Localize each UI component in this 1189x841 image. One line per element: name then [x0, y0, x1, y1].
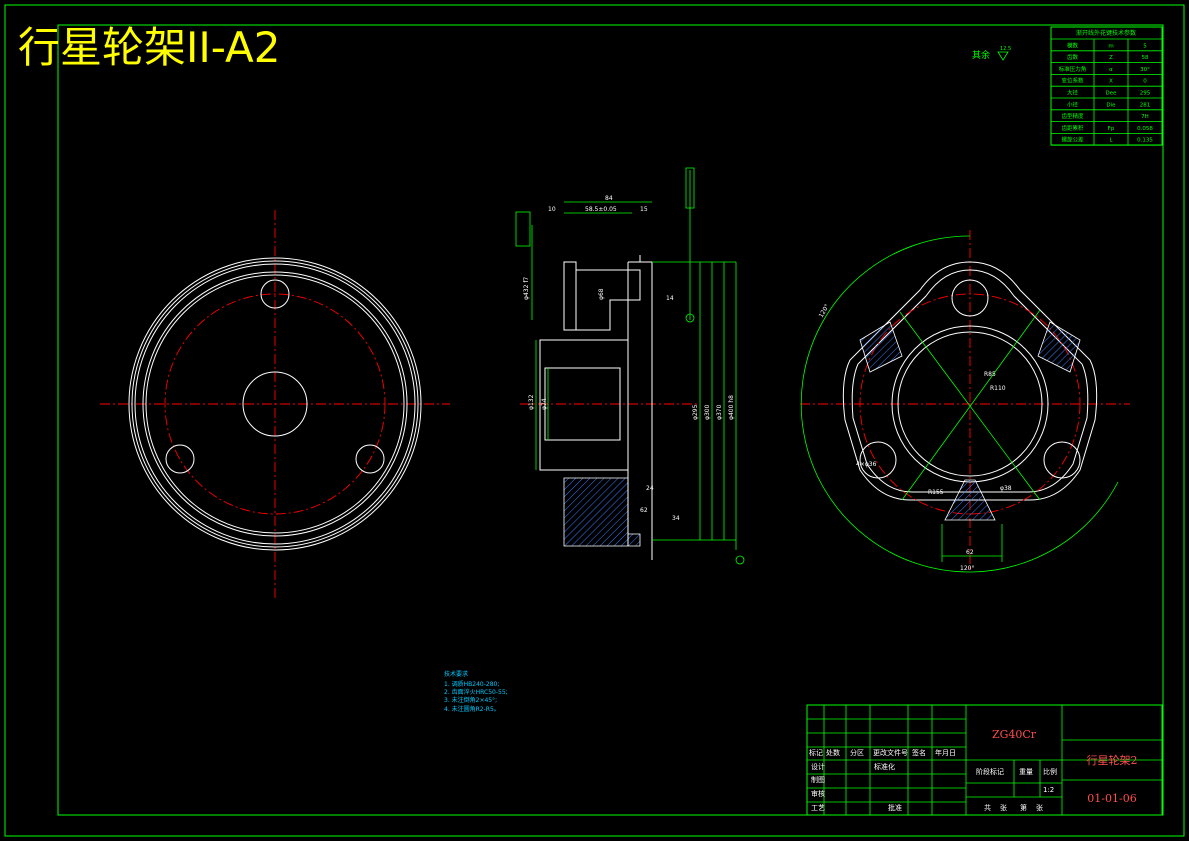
dim-10: 10 — [548, 206, 556, 213]
gear-table-cell: 281 — [1140, 102, 1151, 108]
tb-row-check: 审核 — [811, 789, 825, 798]
tb-stage: 阶段标记 — [976, 767, 1004, 776]
gear-table-cell: 0.058 — [1137, 126, 1153, 132]
dim-74: φ74 — [541, 398, 548, 410]
dim-outer: φ400 h8 — [728, 395, 735, 420]
note-2: 2. 齿面淬火HRC50-55; — [444, 688, 508, 696]
gear-table-cell: 5 — [1143, 43, 1147, 49]
tb-sheet-unit-2: 张 — [1036, 803, 1043, 812]
notes-heading: 技术要求 — [444, 670, 468, 678]
gear-table-cell: 30° — [1140, 67, 1150, 73]
title-block: 标记 处数 分区 更改文件号 签名 年月日 设计 制图 审核 工艺 标准化 批准… — [806, 704, 1163, 816]
surface-note: 其余 — [972, 49, 990, 61]
gear-table-cell: 齿距累积 — [1061, 125, 1084, 132]
tb-sheet-unit-1: 张 — [1000, 803, 1007, 812]
gear-table-cell: 变位系数 — [1061, 77, 1084, 85]
gear-table-cell: 小径 — [1067, 100, 1079, 108]
dim-34: 34 — [672, 515, 680, 522]
dim-62-width: 62 — [966, 549, 974, 556]
section-view: 84 58.5±0.05 10 15 φ432 f7 φ132 φ74 φ68 … — [515, 167, 745, 565]
tb-drawing-no: 01-01-06 — [1087, 792, 1136, 805]
tb-scale: 1:2 — [1043, 786, 1054, 794]
dim-300: φ300 — [704, 404, 711, 420]
tb-weight: 重量 — [1019, 768, 1033, 776]
note-1: 1. 调质HB240-280; — [444, 680, 499, 688]
angle-bottom: 120° — [960, 565, 974, 572]
dim-d38: φ38 — [1000, 485, 1012, 492]
tb-col-sign: 签名 — [912, 748, 926, 757]
gear-table-cell: 0.135 — [1137, 138, 1153, 144]
gear-table-cell: Die — [1106, 102, 1116, 108]
tb-col-mark: 标记 — [809, 748, 823, 757]
gear-table-cell: Fp — [1108, 126, 1115, 132]
tb-col-date: 年月日 — [935, 748, 956, 757]
dim-14: 14 — [666, 295, 674, 302]
gear-table-cell: 齿型精度 — [1061, 112, 1084, 120]
dim-24: 24 — [646, 485, 654, 492]
dim-15: 15 — [640, 206, 648, 213]
tb-col-doc: 更改文件号 — [873, 748, 908, 757]
outer-frame — [4, 4, 1185, 837]
tb-std: 标准化 — [874, 762, 895, 771]
tb-row-process: 工艺 — [811, 804, 825, 812]
gear-table-cell: 模数 — [1067, 41, 1079, 49]
tb-row-design: 设计 — [811, 762, 825, 771]
tb-scale-label: 比例 — [1043, 767, 1057, 776]
dim-295: φ295 — [692, 404, 699, 420]
note-4: 4. 未注圆角R2-R5。 — [444, 705, 500, 713]
gear-table-cell: Dee — [1105, 91, 1117, 97]
tb-col-zone: 分区 — [850, 748, 864, 757]
gear-table-cell: m — [1108, 43, 1113, 49]
sheet-title: 行星轮架II-A2 — [18, 23, 280, 72]
front-view — [100, 210, 450, 600]
gear-table-cell: 螺旋公差 — [1061, 136, 1084, 144]
gear-table-cell: 58 — [1142, 55, 1149, 61]
note-3: 3. 未注倒角2×45°; — [444, 696, 497, 704]
gear-table-cell: 0 — [1143, 79, 1147, 85]
tb-sheet-no: 第 — [1020, 803, 1027, 812]
dim-370: φ370 — [716, 404, 723, 420]
inner-frame — [57, 24, 1164, 816]
dim-hole: 4×φ36 — [856, 461, 877, 468]
dim-r85: R85 — [984, 371, 996, 378]
gear-table-cell: L — [1109, 138, 1113, 144]
dim-432: φ432 f7 — [523, 277, 530, 300]
dim-132: φ132 — [528, 394, 535, 410]
dim-r-out: R155 — [928, 489, 944, 496]
tb-material: ZG40Cr — [992, 728, 1037, 741]
tb-col-count: 处数 — [826, 748, 840, 757]
dim-68: φ68 — [598, 288, 605, 300]
dim-84: 84 — [605, 195, 613, 202]
dim-62: 62 — [640, 507, 648, 514]
gear-table-cell: 标准压力角 — [1059, 65, 1087, 73]
gear-table-cell: X — [1109, 79, 1113, 85]
gear-table-heading: 渐开线外花键技术参数 — [1076, 29, 1136, 37]
gear-table-cell: 295 — [1140, 91, 1151, 97]
gear-table-cell: 大径 — [1067, 89, 1079, 97]
tb-approve: 批准 — [888, 803, 902, 812]
dim-58: 58.5±0.05 — [585, 206, 617, 213]
tb-row-draw: 制图 — [811, 775, 825, 784]
roughness-symbol-icon — [997, 51, 1009, 61]
tb-sheet-total: 共 — [984, 803, 991, 812]
gear-table-cell: Z — [1109, 55, 1113, 61]
rear-view: 62 120° 120° R85 R110 4×φ36 φ38 R155 — [800, 230, 1130, 573]
technical-notes: 技术要求 1. 调质HB240-280; 2. 齿面淬火HRC50-55; 3.… — [444, 670, 508, 713]
gear-table-cell: α — [1109, 67, 1113, 73]
tb-part-name: 行星轮架2 — [1087, 753, 1138, 767]
gear-parameter-table: 模数 m 5 齿数 Z 58 标准压力角 α 30° 变位系数 X 0 大径 Dee 295 小径 Die 281… — [1050, 26, 1163, 146]
dim-r110: R110 — [990, 385, 1006, 392]
gear-table-cell: 7H — [1141, 114, 1149, 120]
gear-table-cell: 齿数 — [1067, 53, 1079, 61]
surface-mark: 12.5 — [1000, 46, 1011, 52]
